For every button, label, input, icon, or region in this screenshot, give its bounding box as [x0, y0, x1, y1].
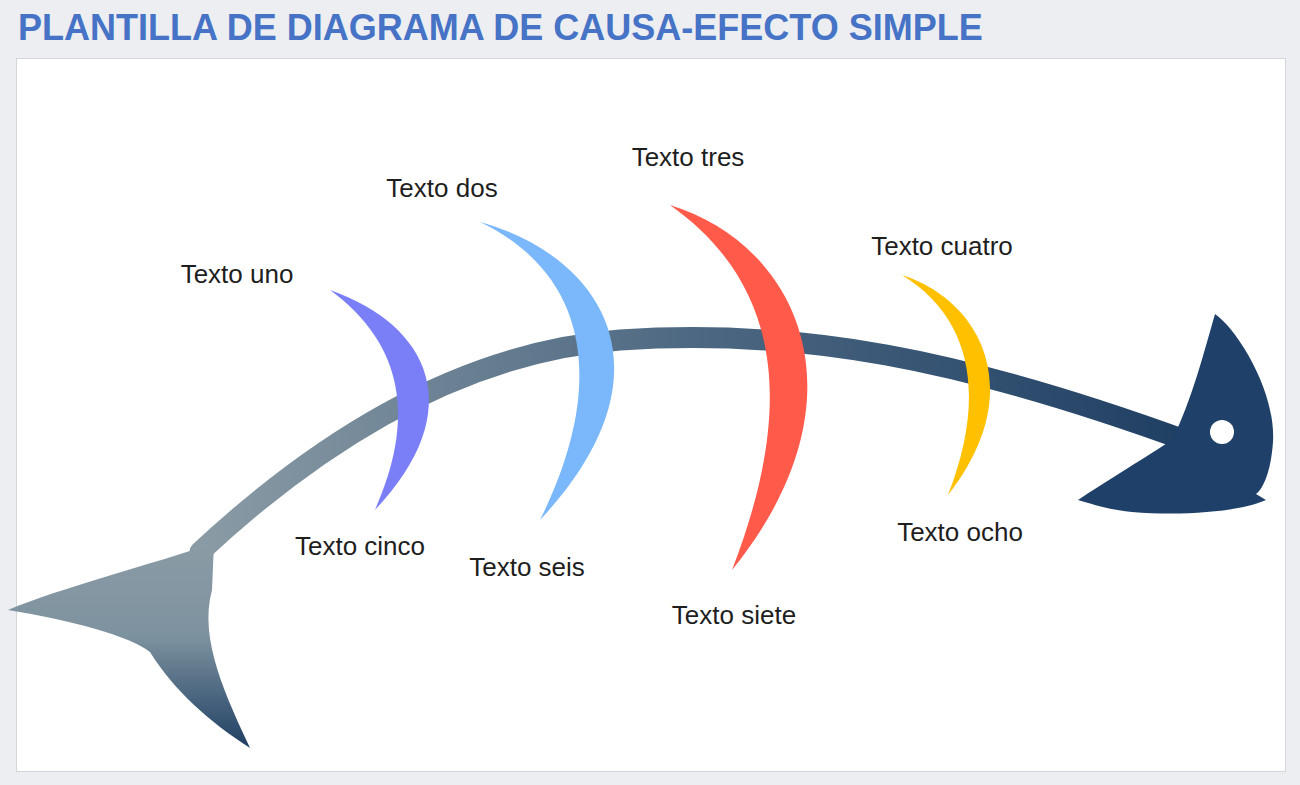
fish-eye [1210, 420, 1234, 444]
cause-label: Texto cinco [295, 531, 425, 561]
fish-head [1078, 314, 1273, 514]
cause-label: Texto uno [181, 259, 294, 289]
title: PLANTILLA DE DIAGRAMA DE CAUSA-EFECTO SI… [18, 6, 983, 50]
fish-tail [8, 543, 250, 748]
cause-label: Texto ocho [897, 517, 1023, 547]
bone-three [670, 205, 807, 570]
cause-label: Texto seis [469, 552, 585, 582]
cause-label: Texto dos [386, 173, 497, 203]
cause-label: Texto cuatro [871, 231, 1013, 261]
spine [200, 337, 1190, 552]
bone-four [902, 275, 990, 495]
cause-label: Texto tres [632, 142, 745, 172]
bone-two [480, 222, 614, 520]
cause-label: Texto siete [672, 600, 796, 630]
bone-one [330, 290, 429, 510]
